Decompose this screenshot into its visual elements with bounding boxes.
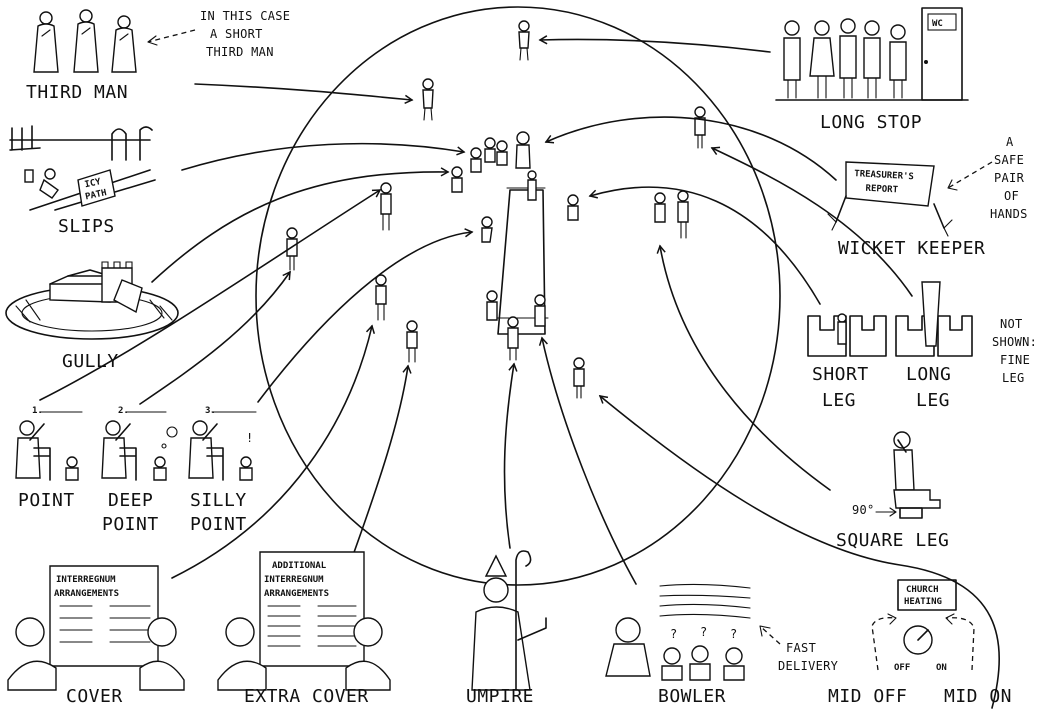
arrow-mid-off <box>598 395 1001 709</box>
sign-interregnum: INTERREGNUM ARRANGEMENTS <box>54 575 121 599</box>
label-point: POINT <box>18 490 75 511</box>
dial-off-label: OFF <box>894 663 910 673</box>
label-deep-point: DEEP POINT <box>102 490 165 535</box>
fielder-silly-point <box>481 216 493 243</box>
wicket-keeper-figure <box>515 131 537 201</box>
note-third-man: IN THIS CASE A SHORT THIRD MAN <box>200 9 298 59</box>
fielder-square-leg <box>573 357 585 399</box>
vignette-umpire <box>471 550 547 691</box>
step-2: 2. <box>118 406 129 416</box>
vignette-church-heating <box>871 579 975 671</box>
label-mid-on: MID ON <box>944 686 1012 707</box>
arrow-point <box>39 189 382 401</box>
field-boundary <box>255 6 781 586</box>
vignette-points: 1. 2. 3. ! <box>15 406 257 481</box>
question-mark-1: ? <box>670 627 678 641</box>
sign-treasurers-report: TREASURER'S REPORT <box>853 169 919 196</box>
note-not-shown-fine-leg: NOT SHOWN: FINE LEG <box>992 317 1045 385</box>
label-cover: COVER <box>66 686 123 707</box>
fielder-long-stop <box>518 20 530 61</box>
sign-additional-interregnum: ADDITIONAL INTERREGNUM ARRANGEMENTS <box>264 561 332 599</box>
fielder-long-leg <box>654 190 689 239</box>
label-square-leg: SQUARE LEG <box>836 530 949 551</box>
question-mark-2: ? <box>700 625 708 639</box>
sign-wc: WC <box>932 19 943 29</box>
label-short-leg: SHORT LEG <box>812 364 880 411</box>
arrow-gully <box>151 167 450 283</box>
vignette-gully <box>5 261 179 340</box>
label-extra-cover: EXTRA COVER <box>244 686 369 707</box>
label-bowler: BOWLER <box>658 686 726 707</box>
fielder-fine-leg <box>694 106 706 149</box>
fielder-slips <box>451 137 508 193</box>
arrow-wicket-keeper <box>544 116 837 181</box>
note-safe-hands: A SAFE PAIR OF HANDS <box>990 135 1032 221</box>
batsmen-and-umpire-figures <box>486 290 546 361</box>
label-wicket-keeper: WICKET KEEPER <box>838 238 985 259</box>
step-1: 1. <box>32 406 43 416</box>
arrow-bowler <box>538 336 637 585</box>
vignette-long-stop <box>775 7 969 101</box>
label-mid-off: MID OFF <box>828 686 907 707</box>
label-gully: GULLY <box>62 351 119 372</box>
vignette-wicket-keeper <box>827 161 993 237</box>
arrow-square-leg <box>656 244 831 491</box>
vignette-legs-pews <box>807 281 973 357</box>
arrow-third-man <box>194 83 414 104</box>
vignette-bowler: ? ? ? <box>605 583 781 681</box>
sign-church-heating: CHURCH HEATING <box>904 585 944 607</box>
vignette-third-man <box>33 9 196 73</box>
fielder-deep-point <box>375 274 387 321</box>
note-90-degrees: 90° <box>852 503 875 517</box>
label-long-leg: LONG LEG <box>906 364 963 411</box>
vignette-cover <box>7 565 185 691</box>
vignette-square-leg <box>875 431 941 519</box>
dial-on-label: ON <box>936 663 947 673</box>
label-umpire: UMPIRE <box>466 686 534 707</box>
fielder-cover <box>406 320 418 363</box>
fielder-gully <box>380 182 392 231</box>
label-third-man: THIRD MAN <box>26 82 128 103</box>
question-mark-3: ? <box>730 627 738 641</box>
label-long-stop: LONG STOP <box>820 112 922 133</box>
label-slips: SLIPS <box>58 216 115 237</box>
exclaim-mark: ! <box>246 431 254 445</box>
note-fast-delivery: FAST DELIVERY <box>778 641 839 673</box>
arrows <box>39 35 1001 709</box>
label-silly-point: SILLY POINT <box>190 490 258 535</box>
arrow-short-leg <box>588 186 821 305</box>
step-3: 3. <box>205 406 216 416</box>
arrow-cover <box>171 324 376 579</box>
arrow-deep-point <box>139 270 291 405</box>
vignette-slips <box>9 125 156 211</box>
fielder-third-man <box>422 78 434 121</box>
fielder-short-leg <box>567 194 579 221</box>
arrow-long-leg <box>710 146 913 297</box>
vignette-extra-cover <box>217 551 391 691</box>
arrow-long-stop <box>538 35 771 53</box>
sign-icy-path: ICY PATH <box>82 176 110 202</box>
arrow-extra-cover <box>351 364 412 559</box>
arrow-slips <box>181 142 466 171</box>
arrow-silly-point <box>257 228 474 403</box>
arrow-umpire <box>503 362 518 549</box>
